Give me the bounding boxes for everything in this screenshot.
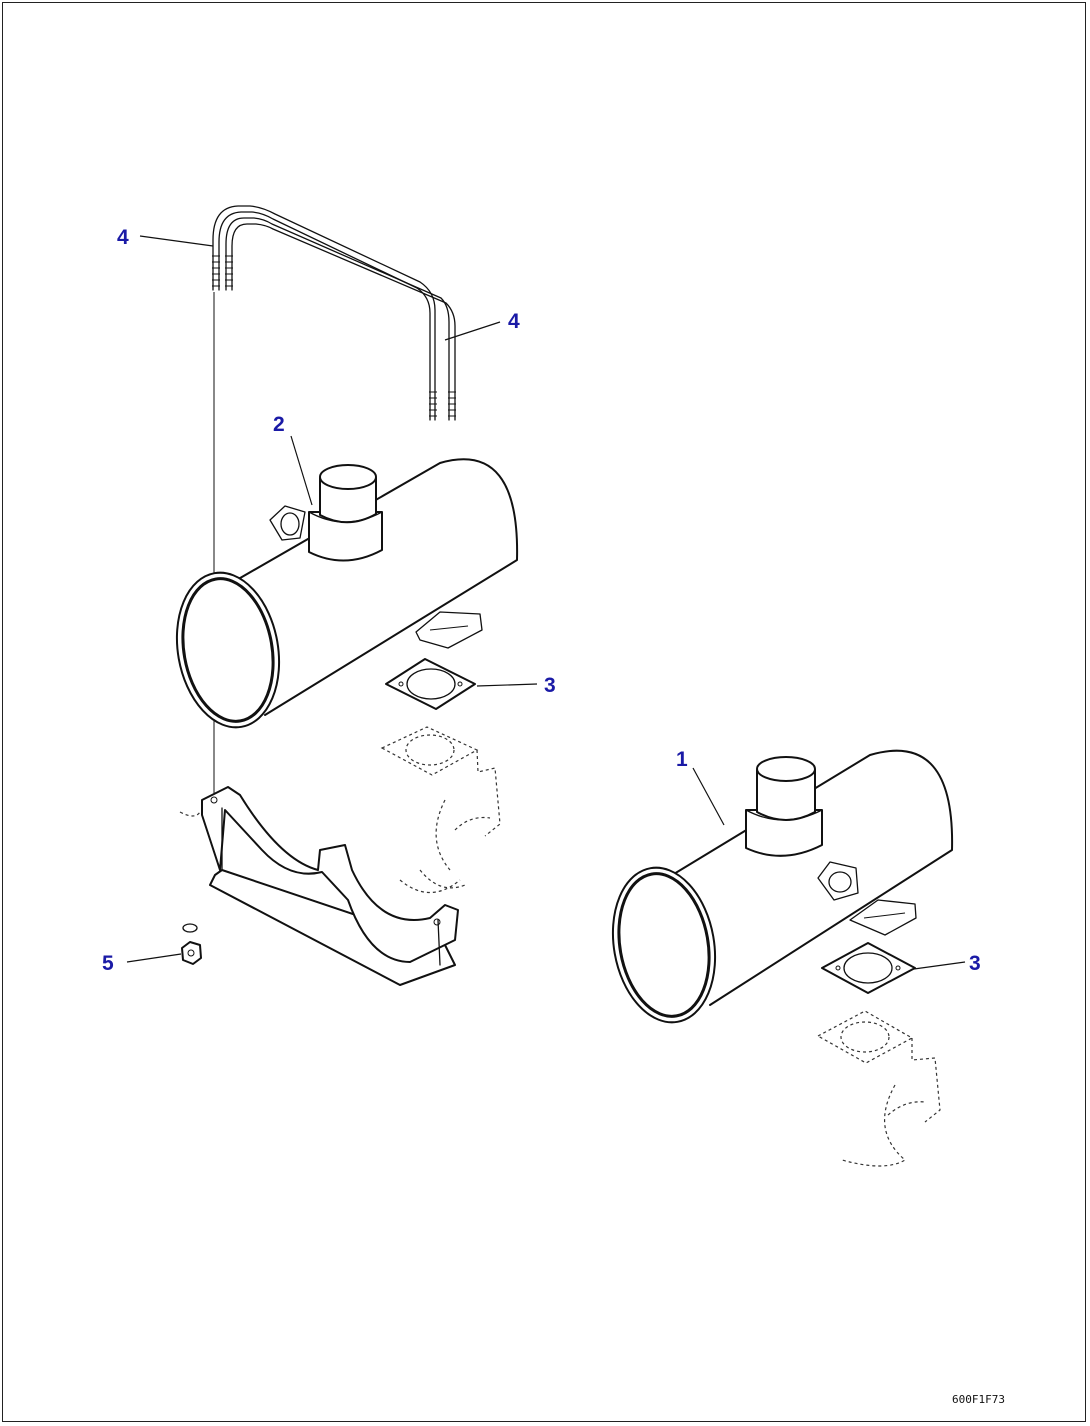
muffler-bracket bbox=[179, 786, 461, 986]
u-bolt-part-4 bbox=[212, 205, 456, 421]
leader-lines bbox=[126, 235, 966, 970]
nut-part-5 bbox=[181, 923, 202, 965]
gasket-part-3-upper bbox=[385, 658, 476, 710]
callout-part-3-upper: 3 bbox=[544, 674, 556, 697]
callout-part-2: 2 bbox=[273, 413, 285, 436]
exhaust-elbow-lower bbox=[816, 1010, 941, 1167]
callout-part-4-right: 4 bbox=[508, 310, 520, 333]
muffler-part-1 bbox=[611, 749, 954, 1024]
callout-part-4-left: 4 bbox=[117, 226, 129, 249]
muffler-part-2 bbox=[175, 458, 519, 729]
exhaust-elbow-upper bbox=[380, 726, 501, 889]
callout-part-5: 5 bbox=[102, 952, 114, 975]
gasket-part-3-lower bbox=[821, 942, 916, 994]
callout-part-1: 1 bbox=[676, 748, 688, 771]
callout-part-3-lower: 3 bbox=[969, 952, 981, 975]
drawing-reference-code: 600F1F73 bbox=[952, 1393, 1005, 1406]
callout-labels: 4 4 2 3 1 3 5 bbox=[102, 226, 981, 975]
